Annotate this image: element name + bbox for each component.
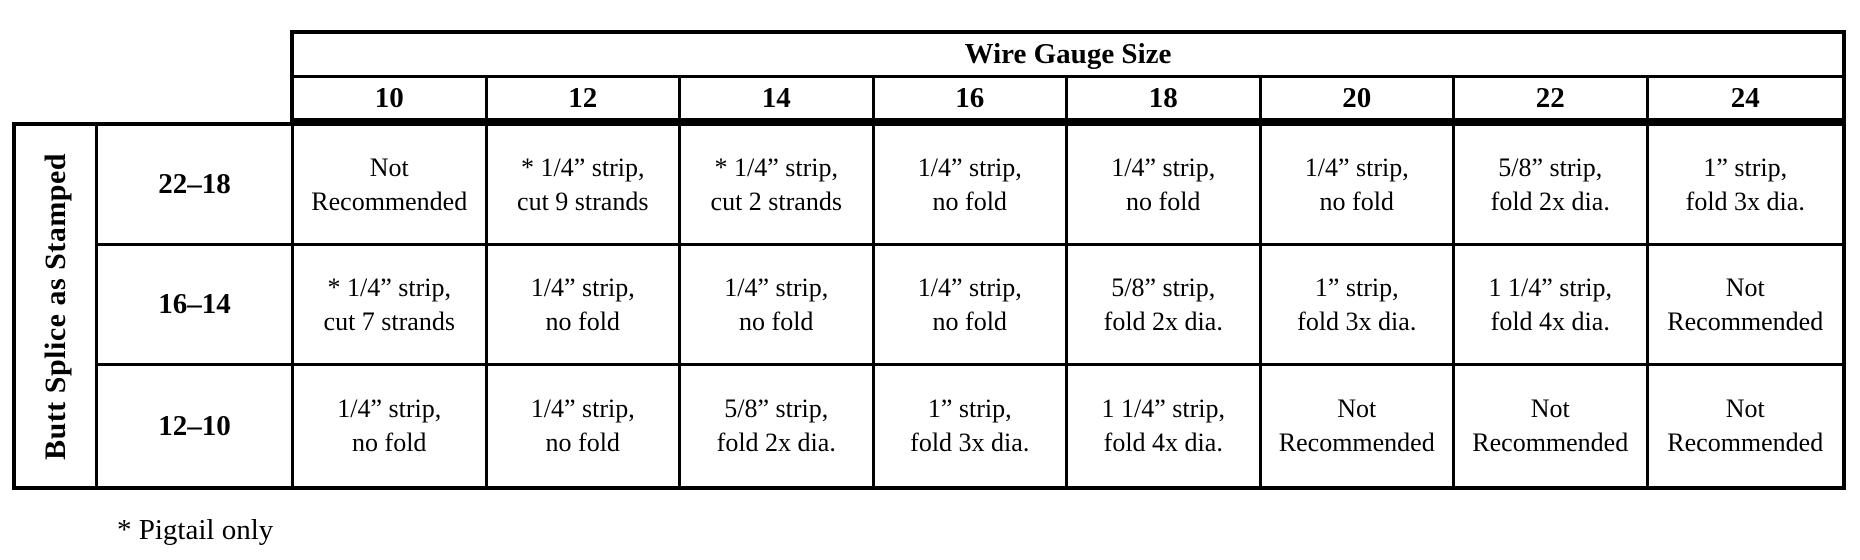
- column-header-14: 14: [681, 78, 875, 118]
- table-cell-12-10-g12: 1/4” strip, no fold: [488, 366, 681, 486]
- row-label-12-10: 12–10: [98, 366, 294, 486]
- table-cell-12-10-g20: Not Recommended: [1262, 366, 1455, 486]
- wire-gauge-header: Wire Gauge Size 10 12 14 16 18 20 22 24: [290, 30, 1846, 122]
- column-header-18: 18: [1068, 78, 1262, 118]
- wire-gauge-title: Wire Gauge Size: [294, 34, 1842, 78]
- table-cell-16-14-g10: * 1/4” strip, cut 7 strands: [294, 246, 488, 366]
- table-cell-12-10-g22: Not Recommended: [1455, 366, 1649, 486]
- table-cell-22-18-g12: * 1/4” strip, cut 9 strands: [487, 126, 681, 246]
- table-cell-16-14-g22: 1 1/4” strip, fold 4x dia.: [1455, 246, 1649, 366]
- table-cell-22-18-g16: 1/4” strip, no fold: [874, 126, 1068, 246]
- table-cell-16-14-g20: 1” strip, fold 3x dia.: [1261, 246, 1455, 366]
- table-cell-12-10-g18: 1 1/4” strip, fold 4x dia.: [1068, 366, 1262, 486]
- table-cell-16-14-g16: 1/4” strip, no fold: [874, 246, 1068, 366]
- table-cell-12-10-g16: 1” strip, fold 3x dia.: [875, 366, 1068, 486]
- table-cell-12-10-g10: 1/4” strip, no fold: [294, 366, 488, 486]
- table-cell-22-18-g10: Not Recommended: [294, 126, 488, 246]
- column-header-16: 16: [875, 78, 1068, 118]
- table-cell-12-10-g14: 5/8” strip, fold 2x dia.: [681, 366, 875, 486]
- row-label-22-18: 22–18: [98, 126, 294, 246]
- table-cell-12-10-g24: Not Recommended: [1667, 394, 1824, 457]
- table-cell-16-14-g14: 1/4” strip, no fold: [681, 246, 875, 366]
- column-header-12: 12: [488, 78, 681, 118]
- table-cell-16-14-g18: 5/8” strip, fold 2x dia.: [1068, 246, 1262, 366]
- table-cell-22-18-g20: 1/4” strip, no fold: [1261, 126, 1455, 246]
- column-header-24: 24: [1730, 81, 1760, 114]
- column-header-20: 20: [1262, 78, 1455, 118]
- splice-table-body: Butt Splice as Stamped 22–18 Not Recomme…: [12, 122, 1846, 490]
- column-header-22: 22: [1455, 78, 1649, 118]
- column-header-10: 10: [294, 78, 488, 118]
- row-label-16-14: 16–14: [98, 246, 294, 366]
- table-cell-22-18-g18: 1/4” strip, no fold: [1068, 126, 1262, 246]
- table-cell-16-14-g12: 1/4” strip, no fold: [487, 246, 681, 366]
- table-cell-22-18-g22: 5/8” strip, fold 2x dia.: [1455, 126, 1649, 246]
- side-label-cell: Butt Splice as Stamped: [16, 126, 98, 486]
- table-cell-16-14-g24: Not Recommended: [1648, 246, 1842, 366]
- side-label: Butt Splice as Stamped: [38, 152, 72, 460]
- table-cell-22-18-g24: 1” strip, fold 3x dia.: [1648, 126, 1842, 246]
- table-cell-22-18-g14: * 1/4” strip, cut 2 strands: [681, 126, 875, 246]
- footnote: * Pigtail only: [117, 514, 274, 546]
